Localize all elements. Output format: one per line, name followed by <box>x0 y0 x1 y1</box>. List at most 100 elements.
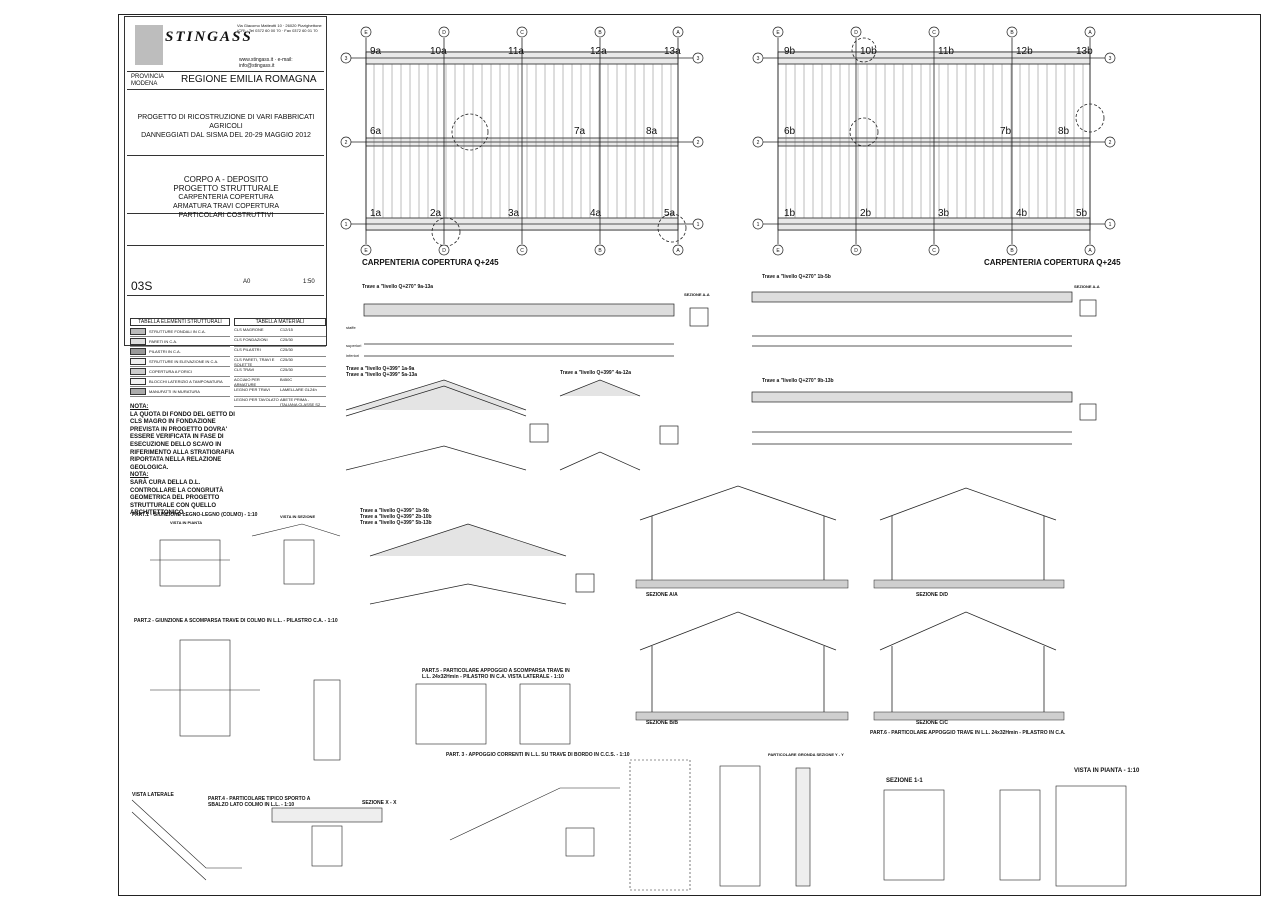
material-cell: ACCIAIO PER ARMATURE <box>234 377 260 387</box>
material-cell: CLS MAGRONE <box>234 327 264 332</box>
drawing-code: 03S <box>131 279 153 293</box>
grid-bubble-label: A <box>1088 30 1092 36</box>
legend-row-label: MANUFATTI IN MURATURA <box>149 389 200 394</box>
work-line-5: PARTICOLARI COSTRUTTIVI <box>178 212 274 219</box>
plan-node-label: 3a <box>508 208 520 219</box>
grid-bubble-label: E <box>364 248 368 254</box>
grid-bubble-label: 1 <box>1109 222 1112 228</box>
plan-node-label: 6a <box>370 126 382 137</box>
grid-bubble-label: E <box>776 30 780 36</box>
material-cell: C25/30 <box>280 337 293 342</box>
legend-row: STRUTTURE IN ELEVAZIONE IN C.A. <box>130 357 230 367</box>
plan-node-label: 1a <box>370 208 382 219</box>
legend-row: BLOCCHI LATERIZIO A TAMPONATURA <box>130 377 230 387</box>
material-cell: ABETE PRIMA - ITALIANA CLASSE S2 <box>280 397 321 407</box>
gronda-label: PARTICOLARE GRONDA SEZIONE Y - Y <box>768 752 844 757</box>
legend-swatch <box>130 358 146 365</box>
staffe-label: staffe <box>346 325 356 330</box>
grid-bubble <box>692 52 704 64</box>
grid-bubble <box>594 244 606 256</box>
legend-swatch <box>130 378 146 385</box>
plan-node-label: 12a <box>590 46 607 57</box>
grid-bubble <box>772 244 784 256</box>
grid-bubble-label: D <box>442 30 446 36</box>
grid-bubble-label: 2 <box>345 140 348 146</box>
plan-node-label: 9b <box>784 46 796 57</box>
province-value: MODENA <box>131 81 158 87</box>
grid-bubble <box>752 52 764 64</box>
legend-swatch <box>130 388 146 395</box>
grid-bubble-label: B <box>598 30 602 36</box>
superiori-label: superiori <box>346 343 362 348</box>
material-cell: CLS PARETI, TRAVI E SOLETTE <box>234 357 275 367</box>
grid-bubble <box>438 26 450 38</box>
grid-bubble-label: E <box>776 248 780 254</box>
material-cell: CLS PILASTRI <box>234 347 261 352</box>
legend-row: PILASTRI IN C.A. <box>130 347 230 357</box>
grid-bubble-label: A <box>676 30 680 36</box>
grid-bubble <box>752 218 764 230</box>
legend-row: STRUTTURE FONDALI IN C.A. <box>130 327 230 337</box>
beam-4-title: Trave a "livello Q+399" 1b-9b Trave a "l… <box>360 508 432 526</box>
structural-legend: TABELLA ELEMENTI STRUTTURALI STRUTTURE F… <box>130 318 230 397</box>
note-text: LA QUOTA DI FONDO DEL GETTO DI CLS MAGRO… <box>130 411 235 471</box>
material-cell: LEGNO PER TAVOLATO <box>234 397 279 402</box>
section-dd-title: SEZIONE D/D <box>916 592 948 598</box>
section-aa-label-2: SEZIONE A-A <box>1074 284 1100 289</box>
grid-bubble <box>594 26 606 38</box>
project-line-1: PROGETTO DI RICOSTRUZIONE DI VARI FABBRI… <box>137 114 315 130</box>
grid-bubble-label: 2 <box>757 140 760 146</box>
legend-swatch <box>130 368 146 375</box>
legend-swatch <box>130 348 146 355</box>
vista-laterale-label: VISTA LATERALE <box>132 792 174 798</box>
section-aa-title: SEZIONE A/A <box>646 592 678 598</box>
plan-node-label: 13a <box>664 46 681 57</box>
plan-node-label: 8a <box>646 126 658 137</box>
plan-node-label: 8b <box>1058 126 1070 137</box>
legend-row: PARETI IN C.A. <box>130 337 230 347</box>
grid-bubble-label: A <box>1088 248 1092 254</box>
beam-3-title: Trave a "livello Q+399" 4a-12a <box>560 370 632 376</box>
plan-node-label: 10a <box>430 46 447 57</box>
legend-row-label: BLOCCHI LATERIZIO A TAMPONATURA <box>149 379 223 384</box>
legend-row-label: STRUTTURE IN ELEVAZIONE IN C.A. <box>149 359 219 364</box>
grid-bubble-label: 3 <box>757 56 760 62</box>
grid-bubble <box>360 244 372 256</box>
legend-row-label: PARETI IN C.A. <box>149 339 178 344</box>
grid-bubble <box>928 26 940 38</box>
grid-bubble <box>340 52 352 64</box>
grid-bubble <box>516 26 528 38</box>
plan-node-label: 13b <box>1076 46 1093 57</box>
plan-node-label: 5a <box>664 208 676 219</box>
grid-bubble-label: D <box>854 248 858 254</box>
plan-node-label: 3b <box>938 208 950 219</box>
grid-bubble <box>1104 218 1116 230</box>
vista-sezione-label: VISTA IN SEZIONE <box>280 514 316 519</box>
project-line-2: DANNEGGIATI DAL SISMA DEL 20-29 MAGGIO 2… <box>141 132 311 139</box>
project-description: PROGETTO DI RICOSTRUZIONE DI VARI FABBRI… <box>131 113 321 140</box>
material-cell: CLS TRAVI <box>234 367 255 372</box>
grid-bubble-label: D <box>442 248 446 254</box>
company-address: Via Giacomo Matteotti 10 · 26020 Pizzigh… <box>237 23 322 33</box>
grid-bubble <box>850 244 862 256</box>
sheet-scale: 1:50 <box>303 279 315 285</box>
part6-title: PART.6 - PARTICOLARE APPOGGIO TRAVE IN L… <box>870 730 1066 736</box>
grid-bubble-label: 3 <box>1109 56 1112 62</box>
legend-row-label: COPERTURA A FORICI <box>149 369 192 374</box>
grid-bubble-label: C <box>932 30 936 36</box>
company-web: www.stingass.it · e-mail: info@stingass.… <box>239 57 293 69</box>
sheet-frame <box>118 14 1261 896</box>
right-plan-title: CARPENTERIA COPERTURA Q+245 <box>984 258 1121 267</box>
part4-title: PART.4 - PARTICOLARE TIPICO SPORTO A SBA… <box>208 796 311 808</box>
material-cell: C12/15 <box>280 327 293 332</box>
grid-bubble <box>692 218 704 230</box>
grid-bubble-label: B <box>1010 248 1014 254</box>
plan-node-label: 4a <box>590 208 602 219</box>
vista-pianta-label: VISTA IN PIANTA <box>170 520 203 525</box>
beam-1-title: Trave a "livello Q+270" 9a-13a <box>362 284 434 290</box>
